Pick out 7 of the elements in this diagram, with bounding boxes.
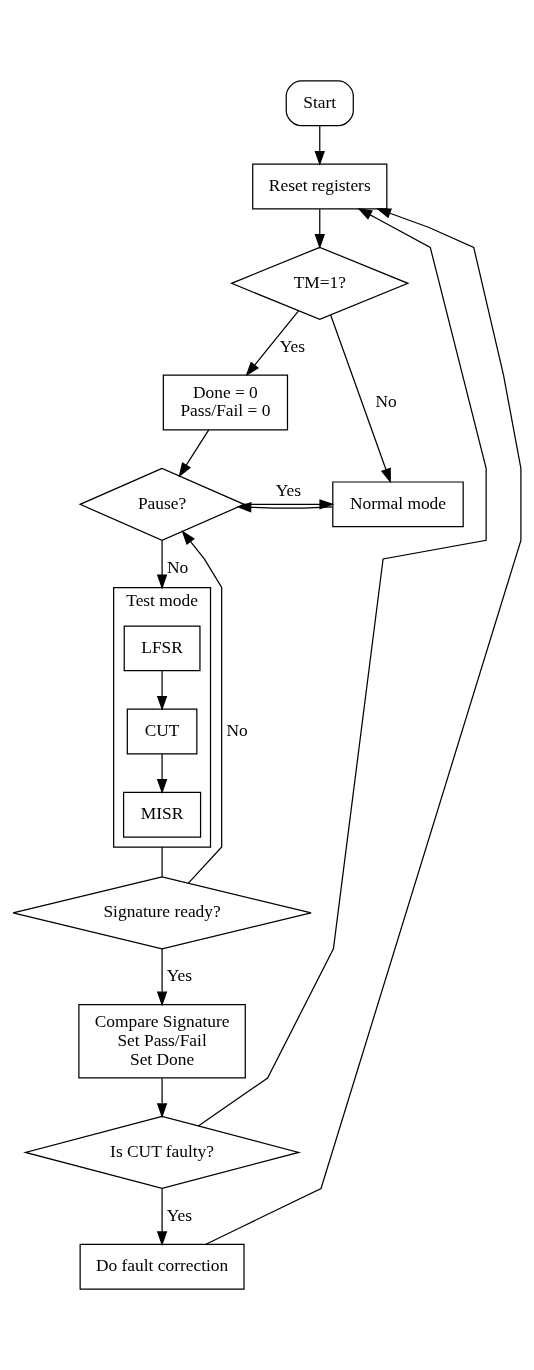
edge-label: Yes <box>166 966 193 986</box>
edge-label: No <box>166 557 189 577</box>
edge-label: No <box>375 392 397 412</box>
edge-label: No <box>226 721 248 741</box>
edge-label: Yes <box>166 1205 193 1225</box>
edge-label: Yes <box>279 336 306 356</box>
edge-label: Yes <box>275 480 302 500</box>
